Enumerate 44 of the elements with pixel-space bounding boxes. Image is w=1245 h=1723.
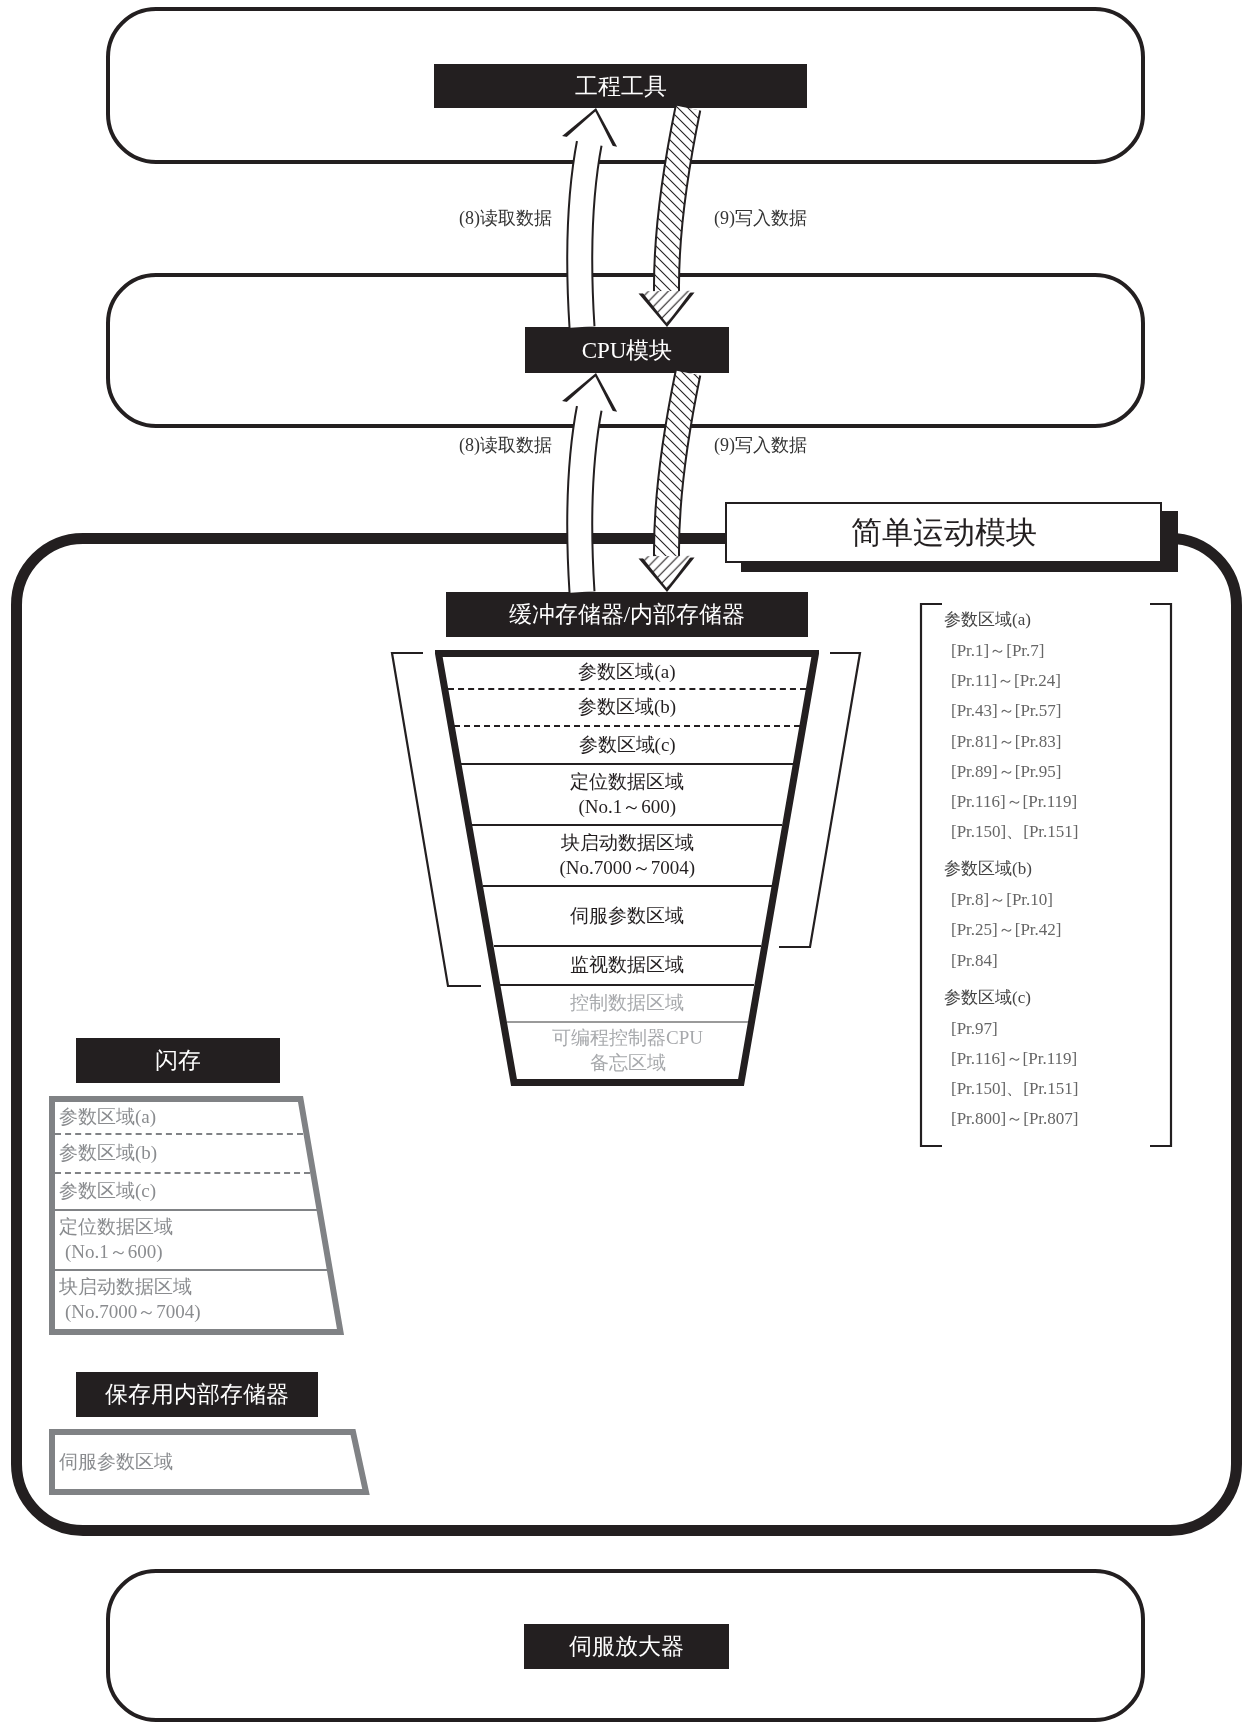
memory-map	[435, 650, 819, 1086]
parameter-range: [Pr.97]	[951, 1018, 998, 1040]
parameter-range: [Pr.8]～[Pr.10]	[951, 889, 1053, 911]
edge-label: (8)读取数据	[457, 206, 554, 230]
memory-area: 参数区域(c)	[461, 727, 794, 765]
memory-area: 块启动数据区域 (No.7000～7004)	[55, 1271, 338, 1329]
parameter-range: [Pr.84]	[951, 950, 998, 972]
parameter-range: [Pr.116]～[Pr.119]	[951, 791, 1078, 813]
list-heading: 参数区域(b)	[944, 858, 1032, 880]
section-header: 伺服放大器	[524, 1624, 729, 1669]
memory-area: 参数区域(b)	[454, 690, 800, 727]
memory-area: 参数区域(a)	[55, 1102, 303, 1135]
section-header: 闪存	[76, 1038, 280, 1083]
section-header: 缓冲存储器/内部存储器	[446, 592, 808, 637]
parameter-range: [Pr.43]～[Pr.57]	[951, 700, 1062, 722]
parameter-range: [Pr.116]～[Pr.119]	[951, 1048, 1078, 1070]
memory-area: 参数区域(c)	[55, 1174, 317, 1211]
parameter-range: [Pr.150]、[Pr.151]	[951, 1078, 1079, 1100]
edge-label: (8)读取数据	[457, 433, 554, 457]
memory-area: 块启动数据区域 (No.7000～7004)	[482, 826, 772, 887]
parameter-range: [Pr.25]～[Pr.42]	[951, 919, 1062, 941]
section-header: 工程工具	[434, 64, 807, 108]
section-header: 保存用内部存储器	[76, 1372, 318, 1417]
parameter-range: [Pr.81]～[Pr.83]	[951, 731, 1062, 753]
memory-area: 参数区域(b)	[55, 1135, 310, 1174]
parameter-range: [Pr.150]、[Pr.151]	[951, 821, 1079, 843]
edge-label: (9)写入数据	[712, 206, 809, 230]
memory-area: 控制数据区域	[507, 986, 748, 1023]
edge-label: (9)写入数据	[712, 433, 809, 457]
memory-area: 伺服参数区域	[493, 887, 762, 947]
list-heading: 参数区域(c)	[944, 987, 1031, 1009]
section-header: CPU模块	[525, 327, 729, 373]
parameter-range: [Pr.89]～[Pr.95]	[951, 761, 1062, 783]
memory-area: 定位数据区域 (No.1～600)	[472, 765, 783, 826]
memory-area: 定位数据区域 (No.1～600)	[55, 1211, 328, 1271]
memory-area: 可编程控制器CPU备忘区域	[517, 1023, 738, 1079]
parameter-range: [Pr.1]～[Pr.7]	[951, 640, 1045, 662]
memory-area: 监视数据区域	[500, 947, 755, 986]
parameter-range: [Pr.800]～[Pr.807]	[951, 1108, 1079, 1130]
list-heading: 参数区域(a)	[944, 609, 1031, 631]
memory-map	[49, 1096, 344, 1335]
memory-map	[49, 1429, 370, 1495]
parameter-range: [Pr.11]～[Pr.24]	[951, 670, 1061, 692]
memory-area: 参数区域(a)	[447, 657, 807, 690]
